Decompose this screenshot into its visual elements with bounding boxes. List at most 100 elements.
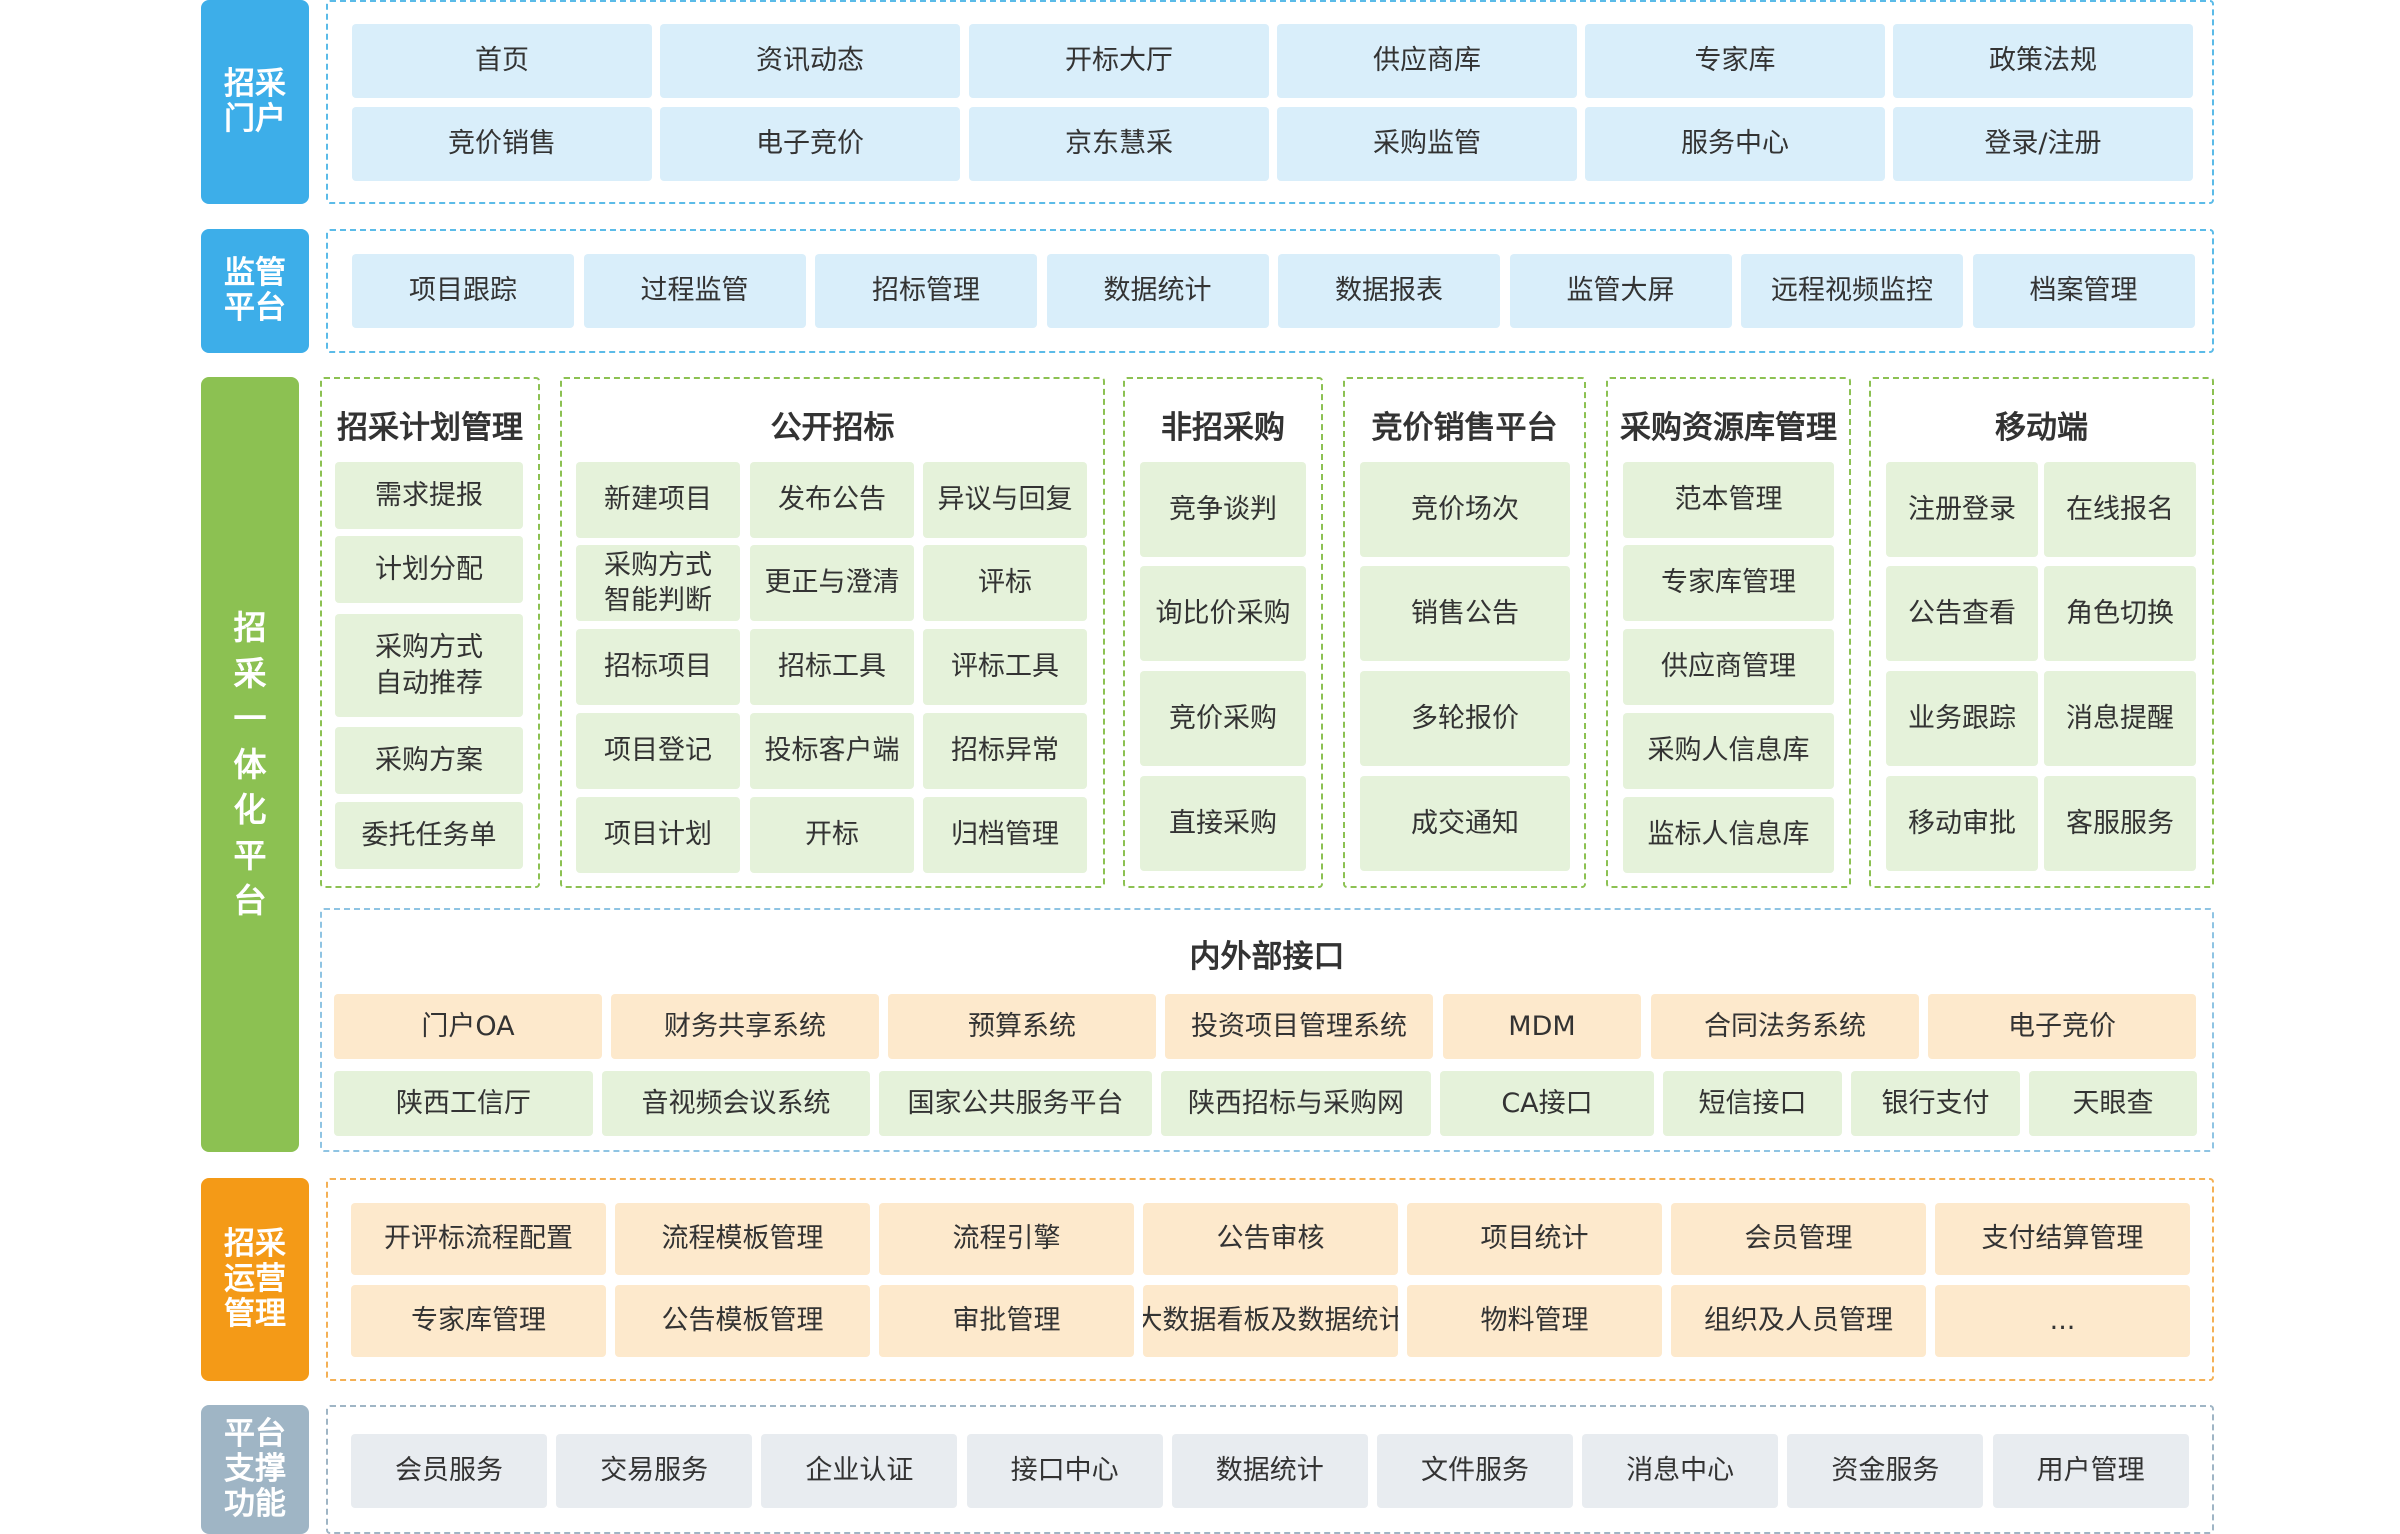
portal-item[interactable]: 电子竞价 [660,107,960,181]
support-item[interactable]: 数据统计 [1171,1434,1368,1508]
interface-item[interactable]: 财务共享系统 [611,994,879,1059]
operations-item[interactable]: 项目统计 [1407,1203,1662,1275]
tender-item[interactable]: 招标工具 [750,629,914,705]
support-item[interactable]: 资金服务 [1787,1434,1984,1508]
bidding-sales-item[interactable]: 多轮报价 [1360,671,1570,766]
tender-item[interactable]: 采购方式 智能判断 [576,545,740,621]
interface-item[interactable]: 陕西工信厅 [334,1071,593,1136]
interface-item[interactable]: 预算系统 [888,994,1156,1059]
interface-item[interactable]: 门户OA [334,994,602,1059]
support-item[interactable]: 会员服务 [351,1434,547,1508]
portal-item[interactable]: 采购监管 [1277,107,1577,181]
mobile-item[interactable]: 客服服务 [2044,776,2196,871]
operations-item[interactable]: 审批管理 [879,1285,1134,1357]
interface-item[interactable]: 电子竞价 [1928,994,2196,1059]
bidding-sales-item[interactable]: 竞价场次 [1360,462,1570,557]
tender-item[interactable]: 项目登记 [576,713,740,789]
supervision-item[interactable]: 数据报表 [1278,254,1500,328]
resources-item[interactable]: 采购人信息库 [1623,713,1834,789]
operations-item[interactable]: 大数据看板及数据统计 [1143,1285,1398,1357]
supervision-item[interactable]: 过程监管 [583,254,806,328]
supervision-item[interactable]: 监管大屏 [1509,254,1732,328]
resources-item[interactable]: 专家库管理 [1623,545,1834,621]
non-tender-item[interactable]: 询比价采购 [1140,566,1306,661]
supervision-item[interactable]: 数据统计 [1046,254,1269,328]
operations-item[interactable]: 物料管理 [1407,1285,1662,1357]
tender-item[interactable]: 招标异常 [923,713,1087,789]
operations-item[interactable]: 公告审核 [1143,1203,1398,1275]
supervision-item[interactable]: 项目跟踪 [352,254,574,328]
interface-item[interactable]: 天眼查 [2029,1071,2197,1136]
resources-item[interactable]: 监标人信息库 [1623,797,1834,873]
operations-item[interactable]: ... [1935,1285,2190,1357]
plan-item[interactable]: 计划分配 [335,536,523,603]
operations-item[interactable]: 流程引擎 [879,1203,1134,1275]
mobile-item[interactable]: 角色切换 [2044,566,2196,661]
plan-item[interactable]: 采购方案 [335,727,523,794]
tender-item[interactable]: 异议与回复 [923,462,1087,538]
portal-item[interactable]: 专家库 [1585,24,1885,98]
operations-item[interactable]: 流程模板管理 [615,1203,870,1275]
non-tender-item[interactable]: 直接采购 [1140,776,1306,871]
tender-item[interactable]: 开标 [750,797,914,873]
plan-item[interactable]: 委托任务单 [335,802,523,869]
interface-item-label: 电子竞价 [2008,1010,2116,1042]
tender-item[interactable]: 更正与澄清 [750,545,914,621]
tender-item[interactable]: 项目计划 [576,797,740,873]
mobile-item[interactable]: 消息提醒 [2044,671,2196,766]
portal-item[interactable]: 京东慧采 [969,107,1269,181]
mobile-item[interactable]: 公告查看 [1886,566,2038,661]
portal-item[interactable]: 服务中心 [1585,107,1885,181]
tender-item[interactable]: 招标项目 [576,629,740,705]
support-item[interactable]: 用户管理 [1992,1434,2189,1508]
support-item[interactable]: 企业认证 [761,1434,958,1508]
mobile-item[interactable]: 移动审批 [1886,776,2038,871]
supervision-item[interactable]: 招标管理 [815,254,1037,328]
support-item[interactable]: 文件服务 [1377,1434,1573,1508]
interface-item[interactable]: 短信接口 [1663,1071,1842,1136]
interface-item[interactable]: MDM [1443,994,1641,1059]
portal-item[interactable]: 登录/注册 [1893,107,2193,181]
tender-item[interactable]: 评标工具 [923,629,1087,705]
portal-item[interactable]: 政策法规 [1893,24,2193,98]
non-tender-item[interactable]: 竞争谈判 [1140,462,1306,557]
interface-item[interactable]: 投资项目管理系统 [1165,994,1433,1059]
resources-item[interactable]: 供应商管理 [1623,629,1834,705]
operations-item[interactable]: 专家库管理 [351,1285,606,1357]
portal-item[interactable]: 开标大厅 [969,24,1269,98]
portal-item[interactable]: 供应商库 [1277,24,1577,98]
interface-item[interactable]: 合同法务系统 [1651,994,1919,1059]
portal-item[interactable]: 竞价销售 [352,107,652,181]
operations-item[interactable]: 公告模板管理 [615,1285,870,1357]
supervision-item[interactable]: 档案管理 [1972,254,2195,328]
operations-item[interactable]: 组织及人员管理 [1671,1285,1926,1357]
interface-item[interactable]: CA接口 [1440,1071,1654,1136]
portal-item[interactable]: 资讯动态 [660,24,960,98]
portal-item[interactable]: 首页 [352,24,652,98]
supervision-item[interactable]: 远程视频监控 [1741,254,1963,328]
mobile-item[interactable]: 注册登录 [1886,462,2038,557]
mobile-item[interactable]: 在线报名 [2044,462,2196,557]
interface-item[interactable]: 陕西招标与采购网 [1161,1071,1431,1136]
tender-item[interactable]: 投标客户端 [750,713,914,789]
tender-item[interactable]: 评标 [923,545,1087,621]
bidding-sales-item[interactable]: 成交通知 [1360,776,1570,871]
support-item[interactable]: 消息中心 [1582,1434,1779,1508]
resources-item[interactable]: 范本管理 [1623,462,1834,538]
tender-item[interactable]: 发布公告 [750,462,914,538]
plan-item[interactable]: 需求提报 [335,462,523,529]
tender-item[interactable]: 归档管理 [923,797,1087,873]
tender-item[interactable]: 新建项目 [576,462,740,538]
interface-item[interactable]: 国家公共服务平台 [879,1071,1152,1136]
interface-item[interactable]: 音视频会议系统 [602,1071,870,1136]
operations-item[interactable]: 开评标流程配置 [351,1203,606,1275]
interface-item[interactable]: 银行支付 [1851,1071,2020,1136]
non-tender-item[interactable]: 竞价采购 [1140,671,1306,766]
support-item[interactable]: 交易服务 [556,1434,753,1508]
bidding-sales-item[interactable]: 销售公告 [1360,566,1570,661]
support-item[interactable]: 接口中心 [966,1434,1163,1508]
mobile-item[interactable]: 业务跟踪 [1886,671,2038,766]
operations-item[interactable]: 会员管理 [1671,1203,1926,1275]
operations-item[interactable]: 支付结算管理 [1935,1203,2190,1275]
plan-item[interactable]: 采购方式 自动推荐 [335,614,523,717]
